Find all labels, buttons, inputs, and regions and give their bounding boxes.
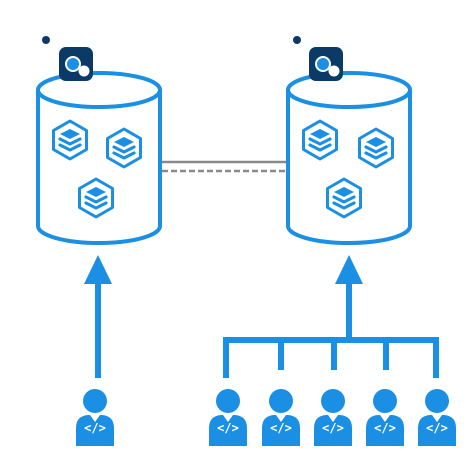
replica-set-icon (357, 127, 395, 169)
code-tag-icon: </> (374, 421, 396, 435)
developer-person-icon (366, 389, 404, 446)
developer-person-icon (314, 389, 352, 446)
developer-person-icon (262, 389, 300, 446)
developer-person-icon (209, 389, 247, 446)
developer[interactable]: </> (418, 389, 456, 446)
developer-group-right: </> </> </> </> </> (209, 389, 456, 446)
replica-set-icon (105, 127, 143, 169)
database-left[interactable] (36, 71, 162, 245)
code-tag-icon: </> (84, 421, 106, 435)
developer-person-icon (76, 389, 114, 446)
database-right[interactable] (286, 71, 412, 245)
replica-set-icon (51, 119, 89, 161)
code-tag-icon: </> (426, 421, 448, 435)
replica-set-icon (301, 119, 339, 161)
cluster-logo-icon (293, 36, 344, 82)
developer-left[interactable]: </> (76, 389, 114, 446)
developer[interactable]: </> (314, 389, 352, 446)
developer[interactable]: </> (366, 389, 404, 446)
cluster-logo-icon (42, 36, 94, 82)
code-tag-icon: </> (217, 421, 239, 435)
arrow-up-left (84, 255, 112, 378)
developer-person-icon (418, 389, 456, 446)
code-tag-icon: </> (270, 421, 292, 435)
developer[interactable]: </> (209, 389, 247, 446)
cylinder-icon (36, 90, 162, 245)
replica-set-icon (77, 177, 115, 219)
developer[interactable]: </> (262, 389, 300, 446)
db-connector (162, 160, 288, 173)
arrow-up-right (223, 255, 439, 378)
replica-set-icon (325, 177, 363, 219)
cylinder-icon (286, 90, 412, 245)
code-tag-icon: </> (322, 421, 344, 435)
